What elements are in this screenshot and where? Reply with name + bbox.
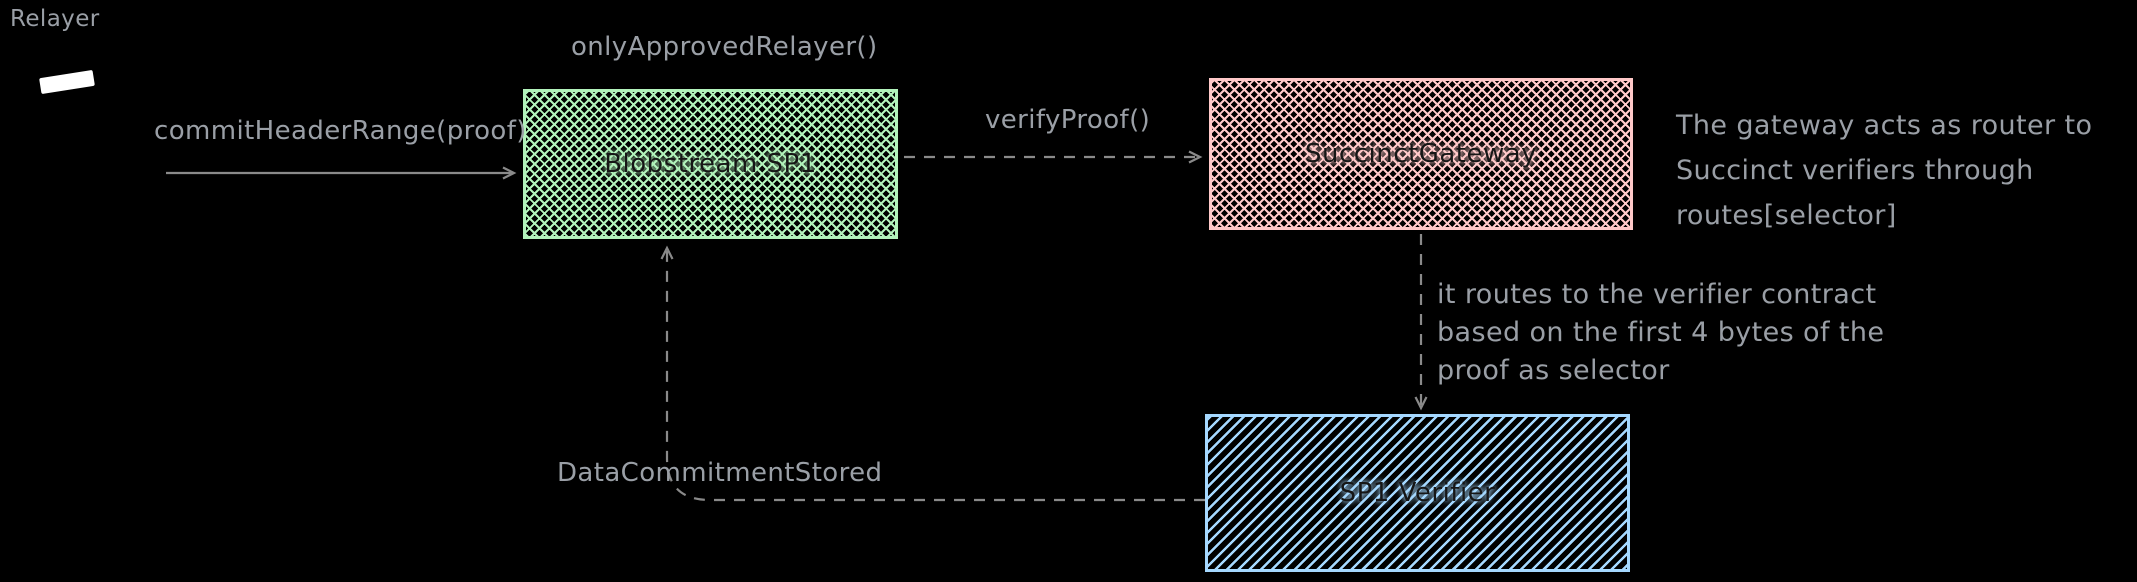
gateway-router-note-line: Succinct verifiers through (1676, 155, 2034, 186)
selector-routing-note-line: proof as selector (1437, 355, 1670, 386)
gateway-router-note: The gateway acts as router to Succinct v… (1676, 103, 2092, 238)
edge-label-only-approved-relayer: onlyApprovedRelayer() (571, 32, 878, 62)
edge-label-verify-proof: verifyProof() (985, 105, 1151, 135)
relayer-icon (39, 69, 95, 95)
node-blobstream-sp1: Blobstream SP1 (523, 89, 898, 239)
node-succinct-gateway: SuccinctGateway (1209, 78, 1633, 230)
gateway-router-note-line: routes[selector] (1676, 200, 1897, 231)
node-sp1-verifier-label: SP1 Verifier (1339, 478, 1496, 508)
node-sp1-verifier: SP1 Verifier (1205, 414, 1630, 572)
selector-routing-note-line: based on the first 4 bytes of the (1437, 317, 1885, 348)
gateway-router-note-line: The gateway acts as router to (1676, 110, 2093, 141)
edge-label-data-commitment-stored: DataCommitmentStored (557, 458, 883, 488)
node-succinct-gateway-label: SuccinctGateway (1304, 139, 1538, 169)
edge-label-commit-header-range: commitHeaderRange(proof) (154, 116, 527, 146)
selector-routing-note: it routes to the verifier contract based… (1437, 276, 1884, 390)
relayer-label: Relayer (10, 6, 100, 32)
selector-routing-note-line: it routes to the verifier contract (1437, 279, 1877, 310)
node-blobstream-sp1-label: Blobstream SP1 (604, 149, 817, 179)
